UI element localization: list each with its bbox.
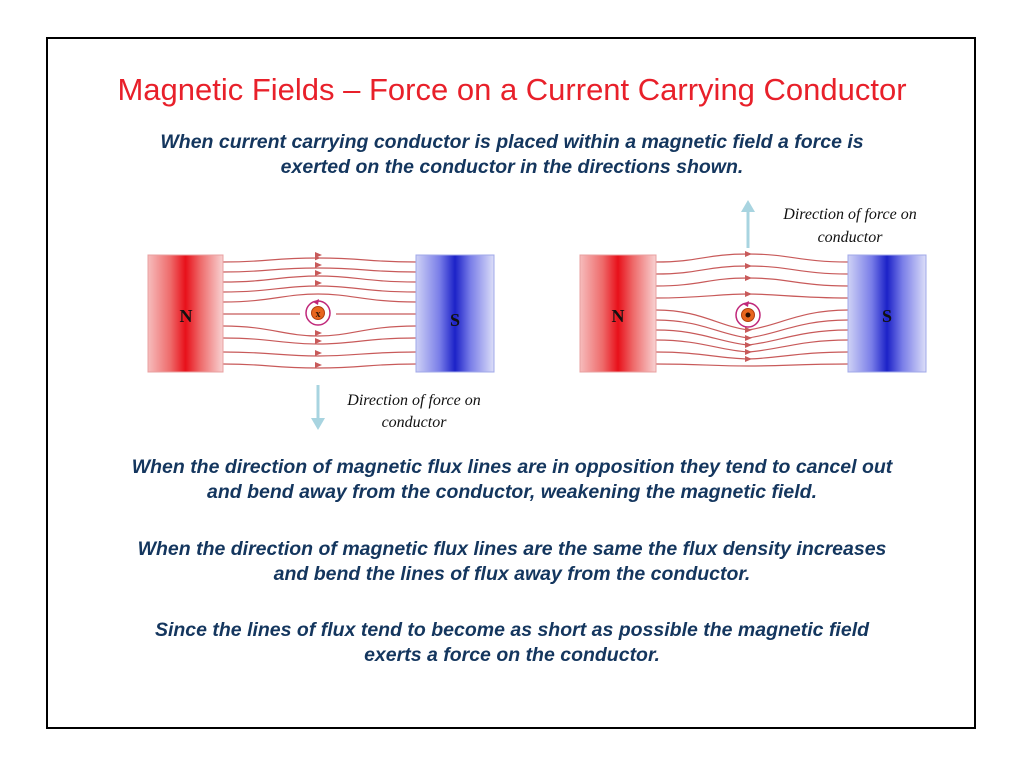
left-south-magnet (415, 254, 495, 373)
intro-line-1: When current carrying conductor is place… (160, 131, 864, 153)
right-conductor-dot-icon (745, 312, 751, 318)
right-field-diagram: N S Direction of force on conductor (579, 200, 927, 373)
paragraph-opposition: When the direction of magnetic flux line… (60, 455, 964, 505)
paragraph-same-direction: When the direction of magnetic flux line… (60, 537, 964, 587)
left-force-label-line-2: conductor (382, 414, 448, 431)
right-flux-arrowheads (745, 251, 752, 362)
intro-text: When current carrying conductor is place… (60, 130, 964, 180)
paragraph-1-line-2: and bend away from the conductor, weaken… (206, 481, 818, 503)
right-north-magnet (579, 254, 657, 373)
paragraph-3-line-2: exerts a force on the conductor. (364, 644, 660, 666)
left-conductor (311, 306, 325, 320)
left-north-label: N (180, 306, 193, 326)
paragraph-2-line-1: When the direction of magnetic flux line… (137, 538, 887, 560)
paragraph-2-line-2: and bend the lines of flux away from the… (273, 563, 751, 585)
paragraph-3-line-1: Since the lines of flux tend to become a… (154, 619, 870, 641)
right-force-label-line-1: Direction of force on (782, 206, 916, 223)
left-flux-arrowheads (315, 252, 322, 368)
left-field-circle-arrow (313, 299, 319, 305)
left-force-label-line-1: Direction of force on (346, 392, 480, 409)
slide-title: Magnetic Fields – Force on a Current Car… (117, 72, 907, 107)
left-conductor-symbol: x (316, 309, 321, 320)
left-south-label: S (450, 310, 460, 330)
intro-line-2: exerted on the conductor in the directio… (280, 156, 744, 178)
right-field-circle-arrow (743, 301, 749, 307)
paragraph-force-summary: Since the lines of flux tend to become a… (60, 618, 964, 668)
left-flux-lines (222, 255, 417, 369)
left-force-arrow-down-icon (311, 418, 325, 430)
slide-frame (46, 37, 976, 729)
right-force-label-line-2: conductor (818, 229, 884, 246)
left-field-diagram: N S x Direction of force on conductor (147, 252, 495, 431)
right-south-label: S (882, 306, 892, 326)
right-force-arrow-up-icon (741, 200, 755, 212)
paragraph-1-line-1: When the direction of magnetic flux line… (131, 456, 893, 478)
right-north-label: N (612, 306, 625, 326)
right-south-magnet (847, 254, 927, 373)
left-north-magnet (147, 254, 224, 373)
